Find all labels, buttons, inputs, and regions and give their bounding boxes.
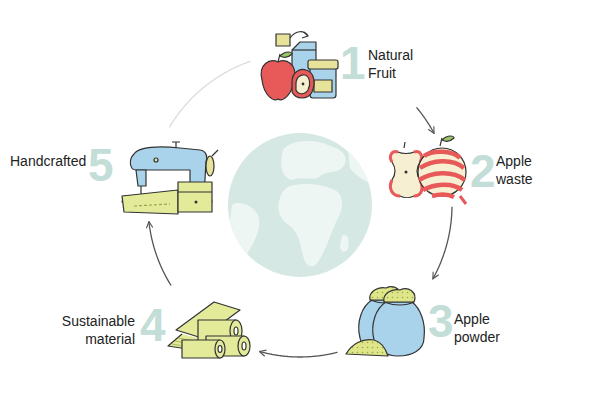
step-label: Handcrafted	[10, 152, 94, 170]
step-label: Apple powder	[454, 310, 516, 346]
cycle-arrow	[169, 61, 250, 127]
step-label: Natural Fruit	[368, 46, 430, 82]
process-step: 5Handcrafted	[8, 132, 218, 217]
step-label: Sustainable material	[45, 312, 135, 348]
process-step: 2Apple waste	[385, 138, 556, 202]
globe	[226, 133, 374, 277]
apple-waste-illustration	[390, 136, 466, 204]
process-step: 1Natural Fruit	[255, 28, 432, 103]
step-number: 4	[140, 300, 166, 351]
apple-powder-illustration	[346, 287, 424, 356]
cycle-arrow	[416, 107, 434, 133]
step-number: 3	[428, 296, 454, 347]
fruit-illustration	[261, 32, 338, 100]
cycle-arrow	[259, 351, 337, 357]
step-number: 2	[470, 146, 496, 197]
step-number: 5	[88, 140, 114, 191]
cycle-arrow	[149, 222, 171, 286]
sewing-machine-illustration	[122, 142, 218, 214]
step-number: 1	[340, 38, 366, 89]
cycle-arrow	[433, 207, 452, 279]
process-step: 3Apple powder	[342, 283, 522, 358]
material-rolls-illustration	[168, 302, 250, 358]
step-label: Apple waste	[496, 152, 554, 188]
process-step: 4Sustainable material	[45, 290, 255, 358]
